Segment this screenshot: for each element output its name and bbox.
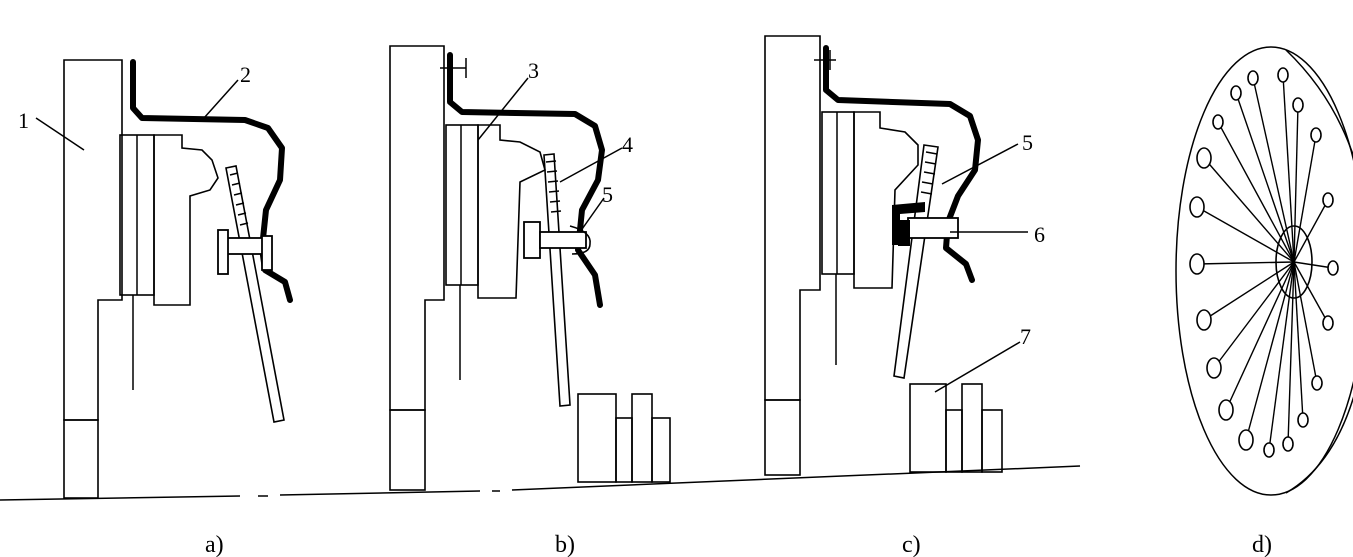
finger-tip-hole [1282,436,1294,452]
finger-tip-hole [1196,147,1212,169]
spring-finger [1213,261,1295,369]
spring-finger [1225,261,1295,411]
caption-b: b) [555,532,575,557]
finger-tip-hole [1322,315,1334,331]
caption-a: a) [205,532,224,557]
finger-tip-hole [1292,97,1304,113]
finger-tip-hole [1322,192,1334,208]
spring-finger [1203,261,1295,321]
finger-tip-hole [1218,399,1234,421]
callout-3: 3 [528,58,539,83]
rivet [217,229,273,275]
panel-c [764,35,1003,476]
transmission-gears [909,383,1003,473]
diaphragm-spring [893,144,939,379]
spring-finger [1203,157,1295,263]
finger-tip-hole [1212,114,1224,130]
spring-finger [1235,92,1295,263]
callout-2: 2 [240,62,251,87]
spring-finger [1282,74,1295,263]
callout-5c: 5 [1022,130,1033,155]
transmission-gears [577,393,671,483]
callout-1: 1 [18,108,29,133]
spring-finger [1245,261,1295,441]
finger-tip-hole [1297,412,1309,428]
spring-finger [1196,261,1295,265]
clutch-cover [440,52,605,308]
panel-captions: a) b) c) d) [205,532,1272,557]
finger-tip-hole [1196,309,1212,331]
finger-tip-hole [1311,375,1323,391]
finger-tip-hole [1277,67,1289,83]
callout-labels: 1 2 3 4 5 5 6 7 [18,58,1045,349]
panel-d [1175,46,1353,496]
clutch-cover [130,59,293,303]
finger-tip-hole [1189,196,1205,218]
spring-finger [1252,77,1295,263]
spring-finger [1217,121,1295,263]
spring-finger [1293,261,1329,324]
finger-tip-hole [1263,442,1275,458]
finger-tip-hole [1327,260,1339,276]
pressure-plate [477,124,546,299]
finger-tip-hole [1206,357,1222,379]
diaphragm-spring [225,165,285,423]
pressure-plate [153,134,219,306]
spring-finger [1268,261,1295,451]
spring-finger [1293,104,1299,263]
leader-lines [35,77,1028,393]
spring-finger [1287,261,1295,445]
spring-finger [1196,206,1295,263]
friction-disc [445,124,479,380]
spring-finger [1293,199,1329,263]
finger-tip-hole [1189,253,1205,275]
pressure-plate [853,111,919,289]
spring-finger [1293,134,1317,263]
finger-tip-hole [1238,429,1254,451]
spring-finger [1293,261,1304,421]
fulcrum-ring [892,202,959,246]
finger-tip-hole [1230,85,1242,101]
finger-tip-hole [1310,127,1322,143]
spring-finger [1293,261,1334,269]
callout-4: 4 [622,132,633,157]
friction-disc [119,134,155,390]
ground-line [0,465,1081,501]
clutch-cover [814,45,981,283]
callout-6: 6 [1034,222,1045,247]
flywheel [389,45,445,491]
flywheel [764,35,821,476]
spring-fingers [1189,67,1339,458]
panel-b [389,45,671,491]
panel-a [63,59,293,499]
spring-finger [1293,261,1318,384]
caption-d: d) [1252,532,1272,557]
callout-5b: 5 [602,182,613,207]
caption-c: c) [902,532,921,557]
flywheel [63,59,123,499]
diaphragm-spring [543,153,571,407]
callout-7: 7 [1020,324,1031,349]
finger-tip-hole [1247,70,1259,86]
friction-disc [821,111,855,365]
